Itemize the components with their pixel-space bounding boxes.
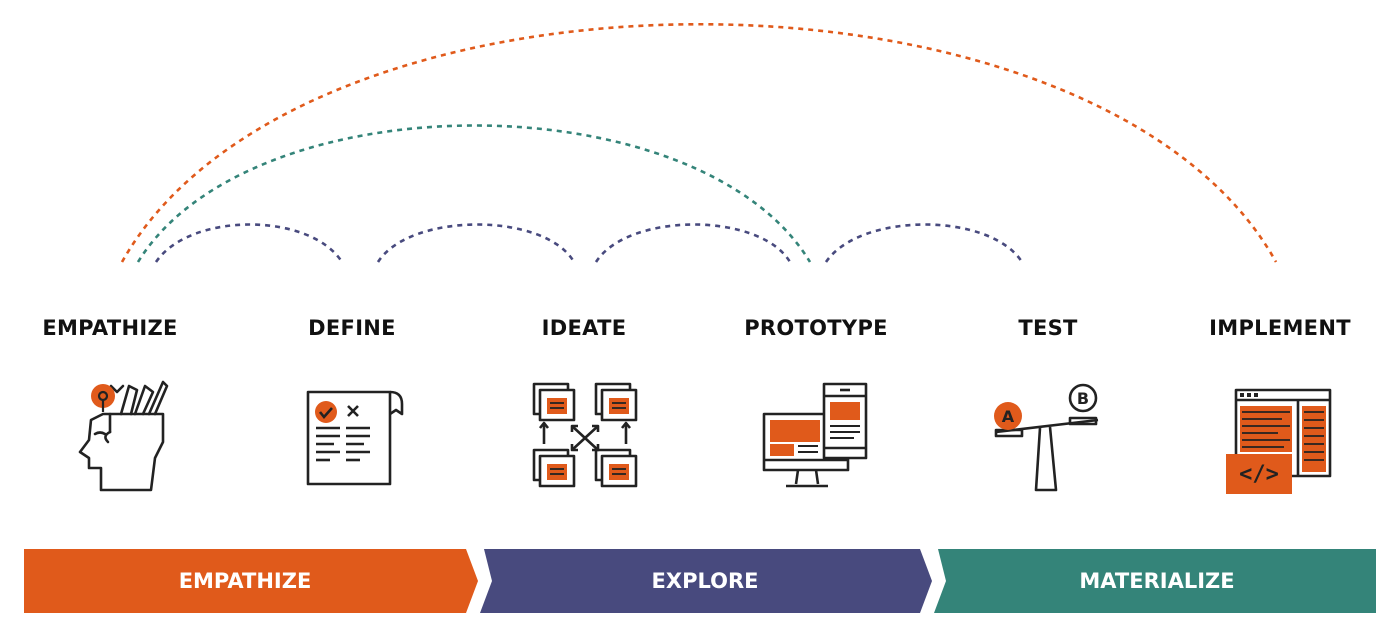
head-with-tools-icon [78,380,169,492]
arc-prototype-to-test [824,223,1024,263]
phase-bar-materialize [934,549,1376,613]
arc-empathize-to-define [154,223,344,263]
card-sort-icon [532,382,638,488]
stage-label-implement: IMPLEMENT [1209,316,1351,340]
arc-define-to-ideate [376,223,576,263]
stage-label-define: DEFINE [308,316,396,340]
stage-label-empathize: EMPATHIZE [42,316,178,340]
stage-label-prototype: PROTOTYPE [744,316,888,340]
svg-text:B: B [1077,389,1089,408]
code-window-icon: </> [1226,388,1332,494]
phase-label-empathize: EMPATHIZE [179,569,312,593]
phase-bar-empathize [24,549,478,613]
arc-empathize-to-prototype [136,124,812,263]
ab-balance-icon: A B [994,383,1099,492]
svg-text:</>: </> [1239,462,1279,487]
svg-text:A: A [1002,407,1015,426]
arc-ideate-to-prototype [594,223,792,263]
phase-label-materialize: MATERIALIZE [1079,569,1234,593]
devices-icon [762,382,868,488]
stage-label-test: TEST [1018,316,1078,340]
iteration-arcs [120,22,1278,263]
phase-label-explore: EXPLORE [652,569,759,593]
arc-empathize-to-implement [120,22,1278,263]
phase-bar-explore [480,549,932,613]
stage-label-ideate: IDEATE [541,316,627,340]
checklist-document-icon [306,390,404,486]
phase-banner: EMPATHIZE EXPLORE MATERIALIZE [24,549,1376,613]
